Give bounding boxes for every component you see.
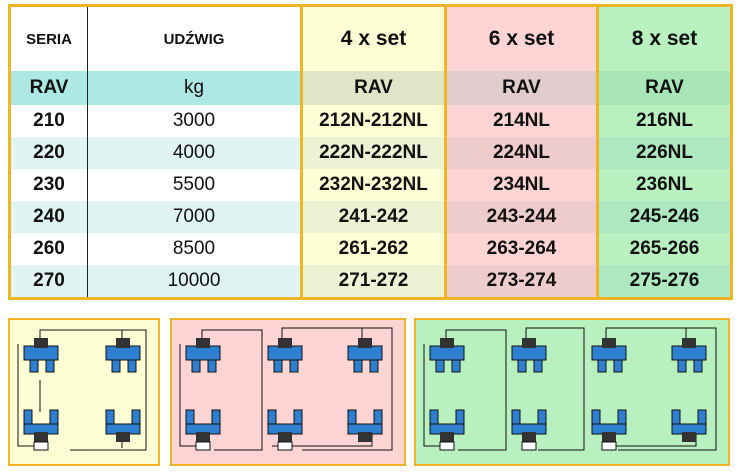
set4-diagram-svg: [17, 329, 147, 451]
set8-wiring-diagram: [414, 318, 730, 466]
lift-column-icon: [185, 409, 221, 451]
cell-seria: 270: [9, 264, 88, 299]
cell-kg: 7000: [87, 200, 302, 233]
lift-column-icon: [23, 409, 59, 451]
set4-label: x set: [352, 27, 407, 50]
table-row: 230 5500 232N-232NL 234NL 236NL: [9, 168, 732, 201]
lift-column-icon: [185, 338, 221, 373]
cell-kg: 10000: [87, 264, 302, 299]
cell-set6: 273-274: [445, 264, 599, 299]
set6-wiring-diagram: [170, 318, 406, 466]
lift-column-icon: [105, 409, 141, 442]
header-set8: 8 x set: [597, 5, 732, 71]
lift-column-icon: [511, 338, 547, 373]
cell-kg: 3000: [87, 105, 302, 137]
set4-wiring-diagram: [8, 318, 160, 466]
cell-set8: 226NL: [597, 137, 732, 169]
lift-column-icon: [671, 409, 707, 442]
unit-set6: RAV: [445, 71, 599, 106]
units-row: RAV kg RAV RAV RAV: [9, 71, 732, 106]
cell-set8: 216NL: [597, 105, 732, 137]
cell-set8: 275-276: [597, 264, 732, 299]
table-row: 220 4000 222N-222NL 224NL 226NL: [9, 137, 732, 169]
lift-column-icon: [591, 338, 627, 373]
header-set6: 6 x set: [445, 5, 599, 71]
cell-set6: 243-244: [445, 200, 599, 233]
lift-column-icon: [429, 338, 465, 373]
unit-set4: RAV: [300, 71, 447, 106]
lift-column-icon: [105, 338, 141, 373]
lift-column-icon: [347, 409, 383, 442]
set8-number: 8: [631, 27, 644, 50]
table-row: 270 10000 271-272 273-274 275-276: [9, 264, 732, 299]
set8-diagram-svg: [423, 327, 717, 451]
lift-column-icon: [671, 338, 707, 373]
unit-set8: RAV: [597, 71, 732, 106]
cell-set4: 212N-212NL: [300, 105, 447, 137]
lift-column-icon: [267, 409, 303, 451]
cell-set6: 234NL: [445, 168, 599, 201]
lift-column-icon: [511, 409, 547, 451]
lift-column-icon: [591, 409, 627, 451]
unit-seria: RAV: [9, 71, 88, 106]
cell-seria: 260: [9, 232, 88, 265]
header-seria: SERIA: [9, 5, 88, 71]
set6-number: 6: [488, 27, 501, 50]
cell-set6: 214NL: [445, 105, 599, 137]
lift-column-icon: [429, 409, 465, 451]
set6-label: x set: [500, 27, 555, 50]
cell-kg: 8500: [87, 232, 302, 265]
cell-set6: 263-264: [445, 232, 599, 265]
table-row: 240 7000 241-242 243-244 245-246: [9, 200, 732, 233]
cell-seria: 240: [9, 200, 88, 233]
cell-set4: 232N-232NL: [300, 168, 447, 201]
cell-set4: 241-242: [300, 200, 447, 233]
set6-diagram-svg: [179, 327, 393, 451]
cell-set4: 271-272: [300, 264, 447, 299]
cell-set8: 245-246: [597, 200, 732, 233]
unit-udzwig: kg: [87, 71, 302, 106]
cell-kg: 5500: [87, 168, 302, 201]
header-set4: 4 x set: [300, 5, 447, 71]
cell-seria: 230: [9, 168, 88, 201]
spec-table: SERIA UDŹWIG 4 x set 6 x set 8 x set RAV…: [8, 4, 733, 300]
cell-set4: 261-262: [300, 232, 447, 265]
set4-number: 4: [340, 27, 353, 50]
cell-kg: 4000: [87, 137, 302, 169]
header-udzwig: UDŹWIG: [87, 5, 302, 71]
cell-set8: 265-266: [597, 232, 732, 265]
lift-column-icon: [267, 338, 303, 373]
table-row: 210 3000 212N-212NL 214NL 216NL: [9, 105, 732, 137]
table-row: 260 8500 261-262 263-264 265-266: [9, 232, 732, 265]
cell-set8: 236NL: [597, 168, 732, 201]
lift-set-table: SERIA UDŹWIG 4 x set 6 x set 8 x set RAV…: [8, 4, 733, 300]
cell-set4: 222N-222NL: [300, 137, 447, 169]
lift-column-icon: [347, 338, 383, 373]
table-header-row: SERIA UDŹWIG 4 x set 6 x set 8 x set: [9, 5, 732, 71]
cell-seria: 220: [9, 137, 88, 169]
lift-column-icon: [23, 338, 59, 373]
cell-set6: 224NL: [445, 137, 599, 169]
set8-label: x set: [643, 27, 698, 50]
cell-seria: 210: [9, 105, 88, 137]
